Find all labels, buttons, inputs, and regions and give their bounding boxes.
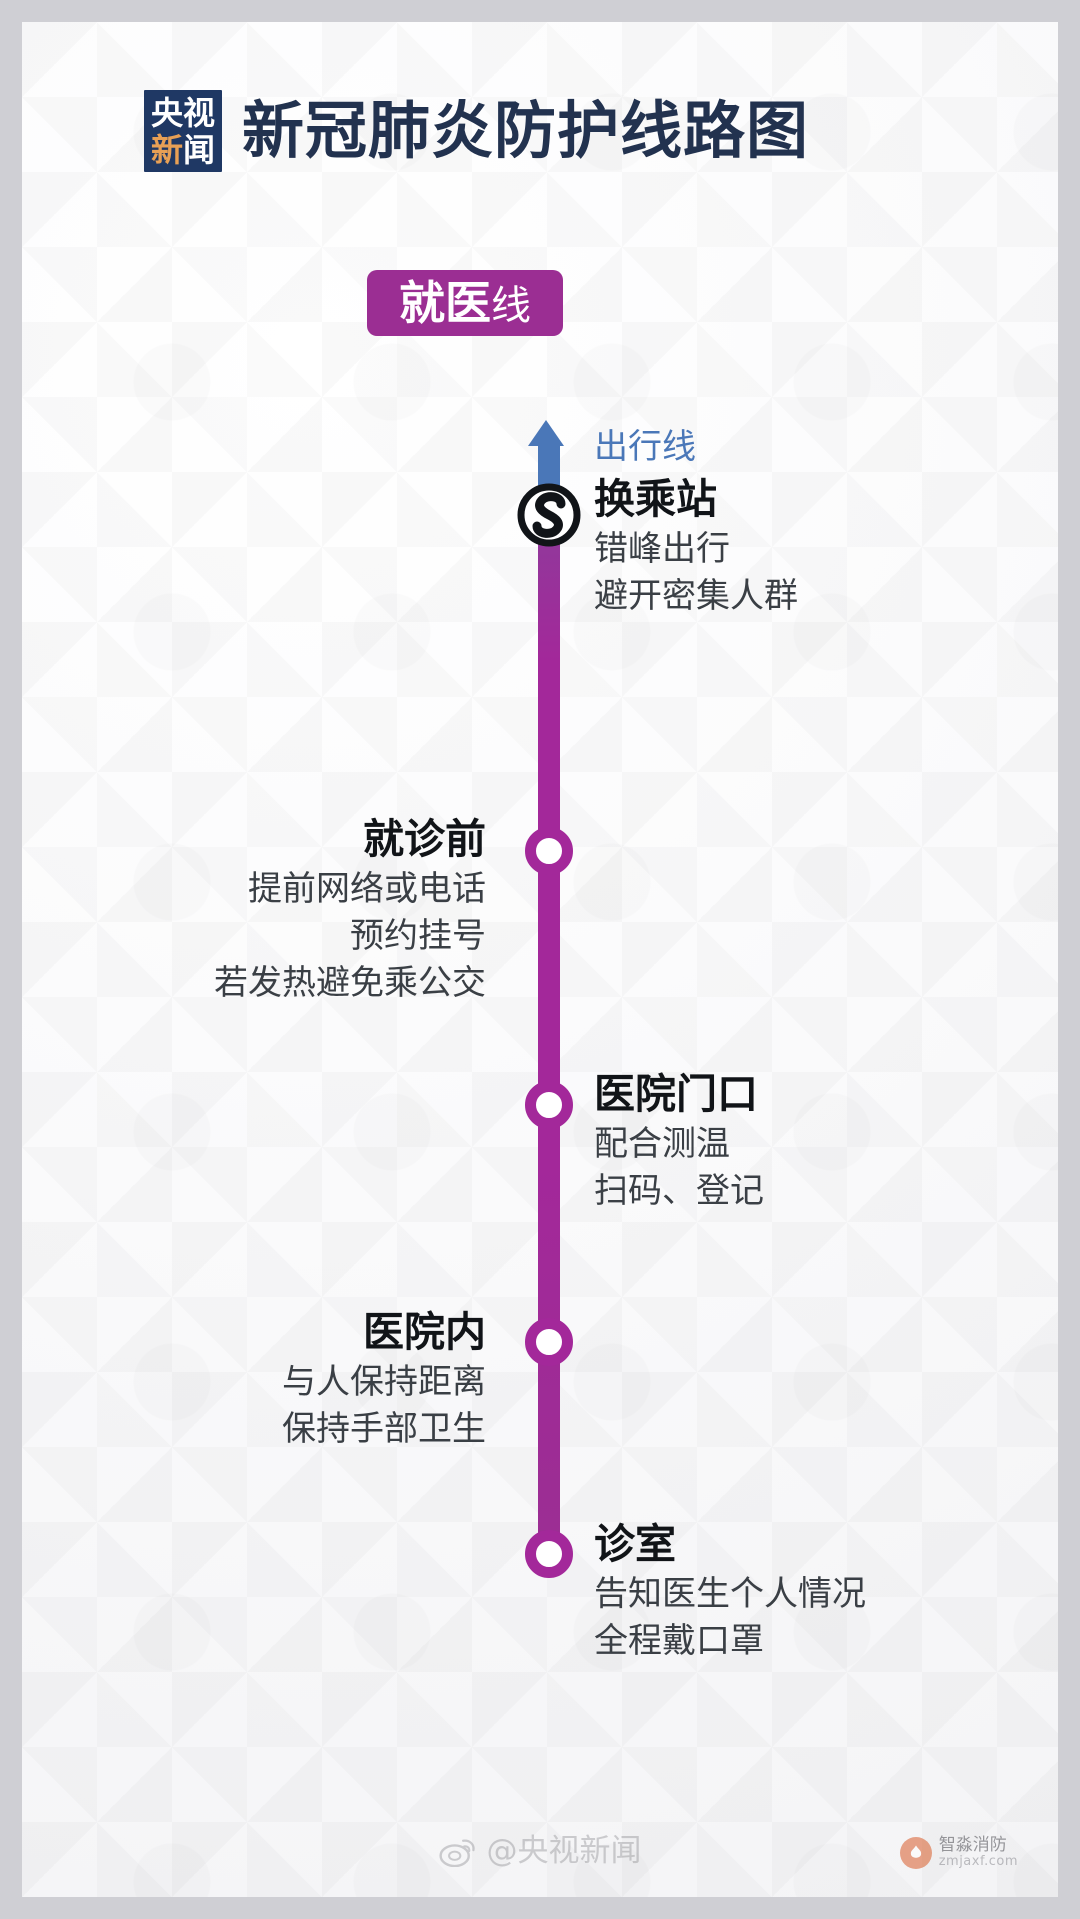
cctv-news-logo: 央视 新闻	[144, 90, 222, 172]
station-detail-line: 预约挂号	[350, 916, 486, 957]
weibo-eye-icon	[439, 1839, 475, 1867]
station-detail-line: 告知医生个人情况	[594, 1574, 866, 1615]
station-name: 诊室	[594, 1520, 676, 1568]
logo-char-xin: 新	[150, 130, 183, 169]
station-consulting-room: 诊室 告知医生个人情况 全程戴口罩	[594, 1522, 866, 1664]
station-hospital-gate: 医院门口 配合测温 扫码、登记	[594, 1072, 764, 1214]
station-detail-line: 若发热避免乘公交	[214, 963, 486, 1004]
logo-line-1: 央视	[150, 93, 215, 132]
station-detail-line: 全程戴口罩	[594, 1621, 764, 1662]
travel-line-arrow-icon	[528, 420, 564, 446]
page-title: 新冠肺炎防护线路图	[242, 94, 810, 167]
medical-line-segment	[538, 518, 560, 1554]
brand-text: 智淼消防 zmjaxf.com	[938, 1835, 1018, 1870]
flame-icon	[899, 1837, 932, 1869]
line-badge-label: 就医线	[399, 280, 531, 326]
header: 央视 新闻 新冠肺炎防护线路图	[144, 90, 809, 172]
station-details: 与人保持距离 保持手部卫生	[282, 1360, 486, 1452]
station-name: 就诊前	[363, 815, 486, 863]
station-name: 医院内	[363, 1308, 486, 1356]
line-badge-emphasis: 就医	[399, 276, 491, 330]
logo-line-2: 新闻	[149, 131, 217, 168]
station-dot-inside-hospital	[525, 1318, 573, 1366]
station-detail-line: 扫码、登记	[594, 1171, 764, 1212]
line-badge-suffix: 线	[491, 283, 531, 329]
station-details: 错峰出行 避开密集人群	[594, 527, 798, 619]
station-detail-line: 避开密集人群	[594, 576, 798, 617]
station-detail-line: 错峰出行	[594, 529, 730, 570]
weibo-handle: @央视新闻	[486, 1833, 642, 1869]
brand-url: zmjaxf.com	[938, 1854, 1018, 1870]
station-dot-consulting-room	[525, 1530, 573, 1578]
poster-canvas: 央视 新闻 新冠肺炎防护线路图 就医线	[22, 22, 1058, 1897]
station-detail-line: 提前网络或电话	[248, 869, 486, 910]
logo-char-wen: 闻	[183, 130, 216, 169]
interchange-icon	[517, 483, 581, 547]
station-details: 提前网络或电话 预约挂号 若发热避免乘公交	[214, 867, 486, 1006]
station-dot-before-visit	[525, 827, 573, 875]
station-name: 医院门口	[594, 1070, 758, 1118]
station-details: 告知医生个人情况 全程戴口罩	[594, 1572, 866, 1664]
station-dot-hospital-gate	[525, 1081, 573, 1129]
weibo-watermark: @央视新闻	[439, 1836, 642, 1867]
station-detail-line: 配合测温	[594, 1124, 730, 1165]
station-inside-hospital: 医院内 与人保持距离 保持手部卫生	[282, 1310, 486, 1452]
station-detail-line: 与人保持距离	[282, 1362, 486, 1403]
station-detail-line: 保持手部卫生	[282, 1409, 486, 1450]
brand-watermark: 智淼消防 zmjaxf.com	[899, 1835, 1018, 1870]
brand-name: 智淼消防	[938, 1835, 1007, 1856]
travel-line-label: 出行线	[594, 427, 696, 467]
station-name: 换乘站	[594, 475, 717, 523]
line-badge: 就医线	[367, 270, 563, 336]
station-details: 配合测温 扫码、登记	[594, 1122, 764, 1214]
metro-line-graphic	[22, 22, 1058, 1897]
flame-glyph	[910, 1845, 921, 1858]
station-transfer: 换乘站 错峰出行 避开密集人群	[594, 477, 798, 619]
station-before-visit: 就诊前 提前网络或电话 预约挂号 若发热避免乘公交	[214, 817, 486, 1006]
